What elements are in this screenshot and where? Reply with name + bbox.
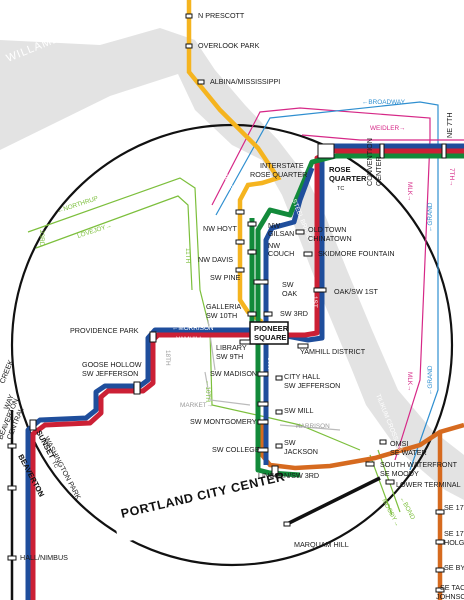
aerial-tram — [284, 476, 381, 527]
station-skidmore: SKIDMORE FOUNTAIN — [318, 249, 395, 258]
station-n-prescott: N PRESCOTT — [198, 11, 245, 20]
station-oak-sw1st: OAK/SW 1ST — [334, 287, 379, 296]
street-5th: 5TH — [248, 357, 255, 369]
station-providence-park: PROVIDENCE PARK — [70, 326, 139, 335]
street-11th: 11TH — [184, 248, 191, 264]
station-omsi-1: OMSI — [390, 439, 408, 448]
station-convention-2: CENTER — [374, 156, 383, 186]
station-sw-college: SW COLLEGE — [212, 445, 260, 454]
station-galleria-2: SW 10TH — [206, 311, 237, 320]
station-ne-7th: NE 7TH — [445, 112, 454, 138]
station-marquam-hill: MARQUAM HILL — [294, 540, 349, 549]
station-city-hall-2: SW JEFFERSON — [284, 381, 340, 390]
station-convention-1: CONVENTION — [365, 138, 374, 186]
street-market: MARKET→ — [180, 402, 213, 409]
street-weidler: WEIDLER→ — [370, 125, 406, 132]
station-sw-montgomery: SW MONTGOMERY — [190, 417, 257, 426]
station-city-hall-1: CITY HALL — [284, 372, 320, 381]
station-south-waterfront-1: SOUTH WATERFRONT — [380, 460, 458, 469]
street-23rd: 23RD — [38, 230, 45, 247]
street-10th: ←10TH — [204, 380, 211, 402]
street-broadway: ←BROADWAY — [362, 99, 406, 106]
station-lincoln: LINCOLN/SW 3RD — [258, 471, 319, 480]
street-seventh: 7TH→ — [448, 168, 455, 186]
station-interstate-1: INTERSTATE — [260, 161, 304, 170]
station-old-town-2: CHINATOWN — [308, 234, 352, 243]
station-lower-terminal: LOWER TERMINAL — [396, 480, 461, 489]
station-pioneer-2: SQUARE — [254, 333, 287, 342]
station-yamhill-district: YAMHILL DISTRICT — [300, 347, 366, 356]
street-harrison: HARRISON — [296, 423, 330, 430]
station-sw-madison: SW MADISON — [210, 369, 257, 378]
station-beaverton-tc: TC — [34, 488, 43, 497]
pioneer-square-box — [249, 321, 289, 345]
station-goose-hollow-2: SW JEFFERSON — [82, 369, 138, 378]
street-18th: 18TH — [164, 350, 171, 366]
street-mlk-1: MLK→ — [406, 182, 413, 202]
street-grand-1: ←GRAND — [427, 202, 434, 232]
station-nw-hoyt: NW HOYT — [203, 224, 238, 233]
station-se-17th-rhine: SE 17TH — [444, 503, 464, 512]
station-sw-jackson-2: JACKSON — [284, 447, 318, 456]
street-moody: MOODY→ — [380, 498, 401, 528]
streetcar-lines — [27, 101, 464, 516]
station-old-town-1: OLD TOWN — [308, 225, 346, 234]
station-interstate-2: ROSE QUARTER — [250, 170, 307, 179]
street-mlk-2: MLK→ — [406, 372, 413, 392]
station-nw-davis: NW DAVIS — [198, 255, 233, 264]
station-rose-quarter-2: QUARTER — [329, 174, 367, 183]
station-sunset-tc: TC — [50, 460, 59, 469]
station-pioneer-1: PIONEER — [254, 324, 289, 333]
station-rose-quarter-tc: TC — [337, 186, 344, 192]
title-mask — [110, 458, 326, 544]
station-goose-hollow-1: GOOSE HOLLOW — [82, 360, 142, 369]
station-library-2: SW 9TH — [216, 352, 243, 361]
station-markers — [7, 13, 447, 593]
street-6th: 6TH — [266, 357, 273, 369]
station-south-waterfront-2: SE MOODY — [380, 469, 419, 478]
yellow-line — [186, 0, 282, 324]
station-se-bybee: SE BYBEE — [444, 563, 464, 572]
station-rose-quarter-1: ROSE — [329, 165, 351, 174]
max-trunk — [25, 143, 464, 600]
street-1st: 1ST — [311, 296, 318, 308]
station-se-17th-holgate-1: SE 17TH — [444, 529, 464, 538]
station-sw-pine: SW PINE — [210, 273, 241, 282]
station-nw-couch-2: COUCH — [268, 249, 294, 258]
station-hall-nimbus: HALL/NIMBUS — [20, 553, 68, 562]
station-sw-3rd: SW 3RD — [280, 309, 308, 318]
station-sw-jackson-1: SW — [284, 438, 296, 447]
station-nw-gilsan-1: NW — [268, 221, 280, 230]
street-grand-2: ←GRAND — [427, 365, 434, 395]
station-albina: ALBINA/MISSISSIPPI — [210, 77, 280, 86]
street-morrison: ←MORRISON — [172, 325, 214, 332]
station-library-1: LIBRARY — [216, 343, 247, 352]
station-nw-gilsan-2: GILSAN — [268, 229, 294, 238]
station-omsi-2: SE WATER — [390, 448, 427, 457]
station-overlook-park: OVERLOOK PARK — [198, 41, 260, 50]
station-sw-oak-1: SW — [282, 280, 294, 289]
station-galleria-1: GALLERIA — [206, 302, 241, 311]
station-nw-couch-1: NW — [268, 241, 280, 250]
station-se-tacoma-2: JOHNSON CREEK — [436, 592, 464, 600]
station-sw-oak-2: OAK — [282, 289, 297, 298]
station-se-tacoma-1: SE TACOMA — [440, 583, 464, 592]
station-se-17th-holgate-2: HOLGATE — [444, 538, 464, 547]
street-yamhill: YAMHILL→ — [176, 336, 209, 343]
street-lovejoy: LOVEJOY→ — [76, 222, 112, 240]
street-bond: ←BOND — [398, 496, 416, 522]
station-sw-mill: SW MILL — [284, 406, 314, 415]
